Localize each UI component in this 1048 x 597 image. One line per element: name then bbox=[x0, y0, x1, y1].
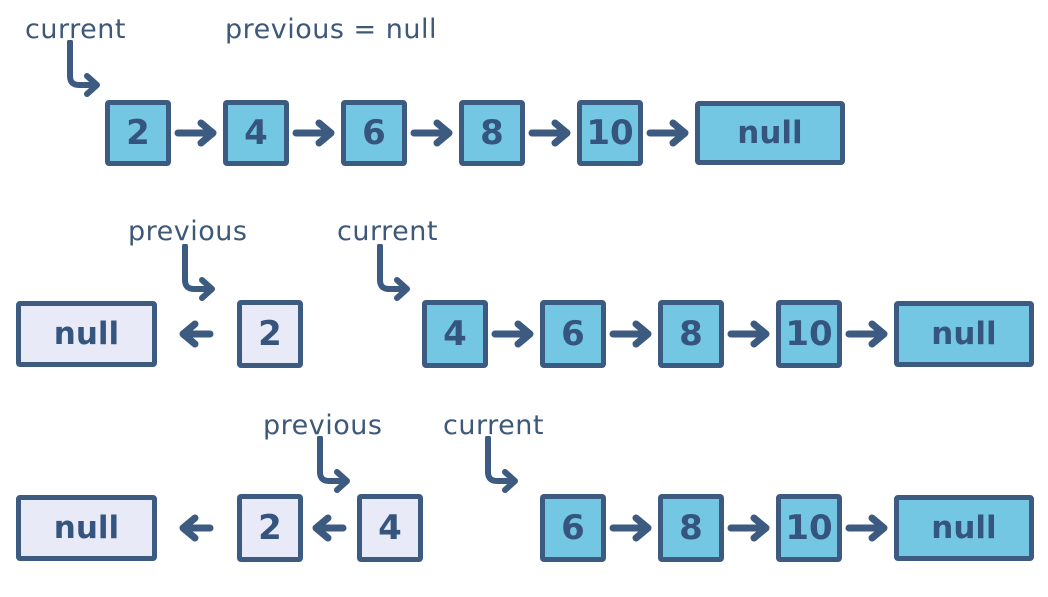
node-null: null bbox=[894, 495, 1034, 561]
next-arrow-icon bbox=[171, 118, 223, 148]
node-value: null bbox=[737, 115, 803, 151]
next-arrow-icon bbox=[842, 319, 894, 349]
next-arrow-icon bbox=[488, 319, 540, 349]
previous-null-label: previous = null bbox=[225, 14, 437, 45]
node-6: 6 bbox=[540, 494, 606, 562]
node-4: 4 bbox=[422, 300, 488, 368]
node-6: 6 bbox=[341, 100, 407, 166]
node-value: 6 bbox=[561, 508, 585, 548]
node-value: 2 bbox=[126, 113, 150, 153]
node-null: null bbox=[16, 495, 157, 561]
current-pointer-elbow-arrow-icon bbox=[67, 40, 100, 97]
node-4: 4 bbox=[223, 100, 289, 166]
reversed-list-step2: null 2 bbox=[16, 300, 303, 368]
next-arrow-icon bbox=[606, 319, 658, 349]
current-pointer-elbow-arrow-icon bbox=[377, 244, 410, 301]
next-arrow-icon bbox=[407, 118, 459, 148]
node-value: null bbox=[931, 510, 997, 546]
node-8: 8 bbox=[658, 494, 724, 562]
node-10: 10 bbox=[776, 300, 842, 368]
node-value: 2 bbox=[258, 314, 282, 354]
current-pointer-label: current bbox=[25, 14, 126, 45]
prev-arrow-icon bbox=[157, 319, 237, 349]
node-value: 10 bbox=[586, 113, 634, 153]
node-null: null bbox=[695, 101, 845, 165]
node-value: 6 bbox=[362, 113, 386, 153]
previous-pointer-label: previous bbox=[128, 216, 248, 247]
node-value: 8 bbox=[679, 314, 703, 354]
prev-arrow-icon bbox=[303, 513, 357, 543]
node-value: 6 bbox=[561, 314, 585, 354]
current-pointer-elbow-arrow-icon bbox=[485, 436, 518, 493]
node-8: 8 bbox=[459, 100, 525, 166]
reversed-list-step3: null 2 4 bbox=[16, 494, 423, 562]
node-value: 4 bbox=[244, 113, 268, 153]
node-10: 10 bbox=[776, 494, 842, 562]
previous-pointer-label: previous bbox=[263, 410, 383, 441]
node-null: null bbox=[16, 301, 157, 367]
node-8: 8 bbox=[658, 300, 724, 368]
linked-list-step2: 4 6 8 10 null bbox=[422, 300, 1034, 368]
next-arrow-icon bbox=[724, 319, 776, 349]
next-arrow-icon bbox=[289, 118, 341, 148]
current-pointer-label: current bbox=[337, 216, 438, 247]
node-4: 4 bbox=[357, 494, 423, 562]
node-value: null bbox=[53, 316, 120, 352]
next-arrow-icon bbox=[842, 513, 894, 543]
node-value: 8 bbox=[679, 508, 703, 548]
previous-pointer-elbow-arrow-icon bbox=[317, 436, 350, 493]
node-value: 4 bbox=[443, 314, 467, 354]
prev-arrow-icon bbox=[157, 513, 237, 543]
node-null: null bbox=[894, 301, 1034, 367]
previous-pointer-elbow-arrow-icon bbox=[182, 244, 215, 301]
node-value: 4 bbox=[378, 508, 402, 548]
next-arrow-icon bbox=[525, 118, 577, 148]
node-value: 10 bbox=[785, 314, 833, 354]
node-2: 2 bbox=[237, 494, 303, 562]
next-arrow-icon bbox=[606, 513, 658, 543]
node-value: null bbox=[931, 316, 997, 352]
node-2: 2 bbox=[237, 300, 303, 368]
next-arrow-icon bbox=[643, 118, 695, 148]
node-value: null bbox=[53, 510, 120, 546]
linked-list-step1: 2 4 6 8 10 null bbox=[105, 100, 845, 166]
current-pointer-label: current bbox=[443, 410, 544, 441]
node-value: 10 bbox=[785, 508, 833, 548]
node-value: 8 bbox=[480, 113, 504, 153]
next-arrow-icon bbox=[724, 513, 776, 543]
node-10: 10 bbox=[577, 100, 643, 166]
node-value: 2 bbox=[258, 508, 282, 548]
linked-list-step3: 6 8 10 null bbox=[540, 494, 1034, 562]
node-6: 6 bbox=[540, 300, 606, 368]
node-2: 2 bbox=[105, 100, 171, 166]
